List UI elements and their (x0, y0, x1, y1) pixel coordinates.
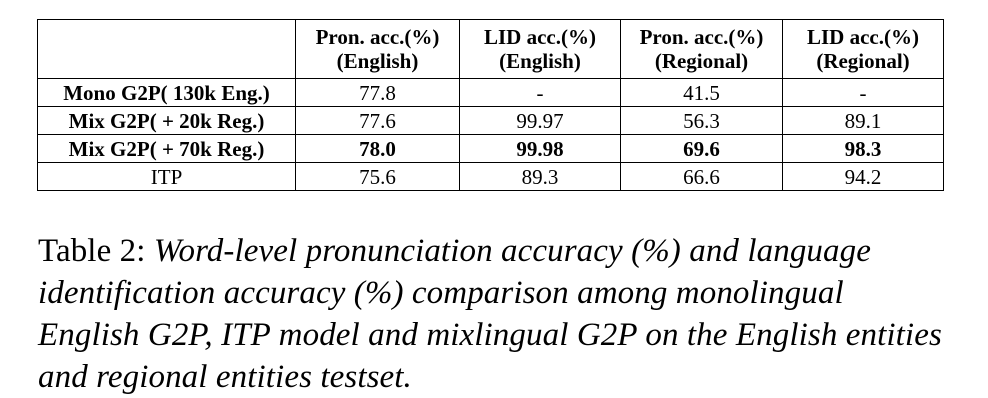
header-row: Pron. acc.(%) (English) LID acc.(%) (Eng… (37, 19, 944, 79)
header-pron-acc-english: Pron. acc.(%) (English) (295, 19, 460, 79)
table-row: Mix G2P( + 70k Reg.) 78.0 99.98 69.6 98.… (37, 134, 944, 163)
table-cell: - (782, 78, 944, 107)
table-cell: 66.6 (620, 162, 783, 191)
table-cell: - (459, 78, 621, 107)
table-cell: 94.2 (782, 162, 944, 191)
table-cell: 89.3 (459, 162, 621, 191)
results-table: Pron. acc.(%) (English) LID acc.(%) (Eng… (37, 19, 944, 191)
table-cell: 56.3 (620, 106, 783, 135)
row-label: Mix G2P( + 20k Reg.) (37, 106, 296, 135)
table-cell: 99.97 (459, 106, 621, 135)
caption-text: Word-level pronunciation accuracy (%) an… (38, 233, 942, 395)
header-empty-cell (37, 19, 296, 79)
row-label: Mix G2P( + 70k Reg.) (37, 134, 296, 163)
table-cell: 98.3 (782, 134, 944, 163)
table-cell: 69.6 (620, 134, 783, 163)
table-cell: 78.0 (295, 134, 460, 163)
table-cell: 89.1 (782, 106, 944, 135)
header-pron-acc-regional: Pron. acc.(%) (Regional) (620, 19, 783, 79)
table-row: ITP 75.6 89.3 66.6 94.2 (37, 162, 944, 191)
table-row: Mono G2P( 130k Eng.) 77.8 - 41.5 - (37, 78, 944, 107)
table-caption: Table 2: Word-level pronunciation accura… (38, 230, 948, 398)
header-lid-acc-regional: LID acc.(%) (Regional) (782, 19, 944, 79)
table-cell: 41.5 (620, 78, 783, 107)
table-cell: 99.98 (459, 134, 621, 163)
table-cell: 75.6 (295, 162, 460, 191)
table-row: Mix G2P( + 20k Reg.) 77.6 99.97 56.3 89.… (37, 106, 944, 135)
table-cell: 77.6 (295, 106, 460, 135)
caption-label: Table 2: (38, 233, 146, 269)
row-label: ITP (37, 162, 296, 191)
table-cell: 77.8 (295, 78, 460, 107)
row-label: Mono G2P( 130k Eng.) (37, 78, 296, 107)
header-lid-acc-english: LID acc.(%) (English) (459, 19, 621, 79)
